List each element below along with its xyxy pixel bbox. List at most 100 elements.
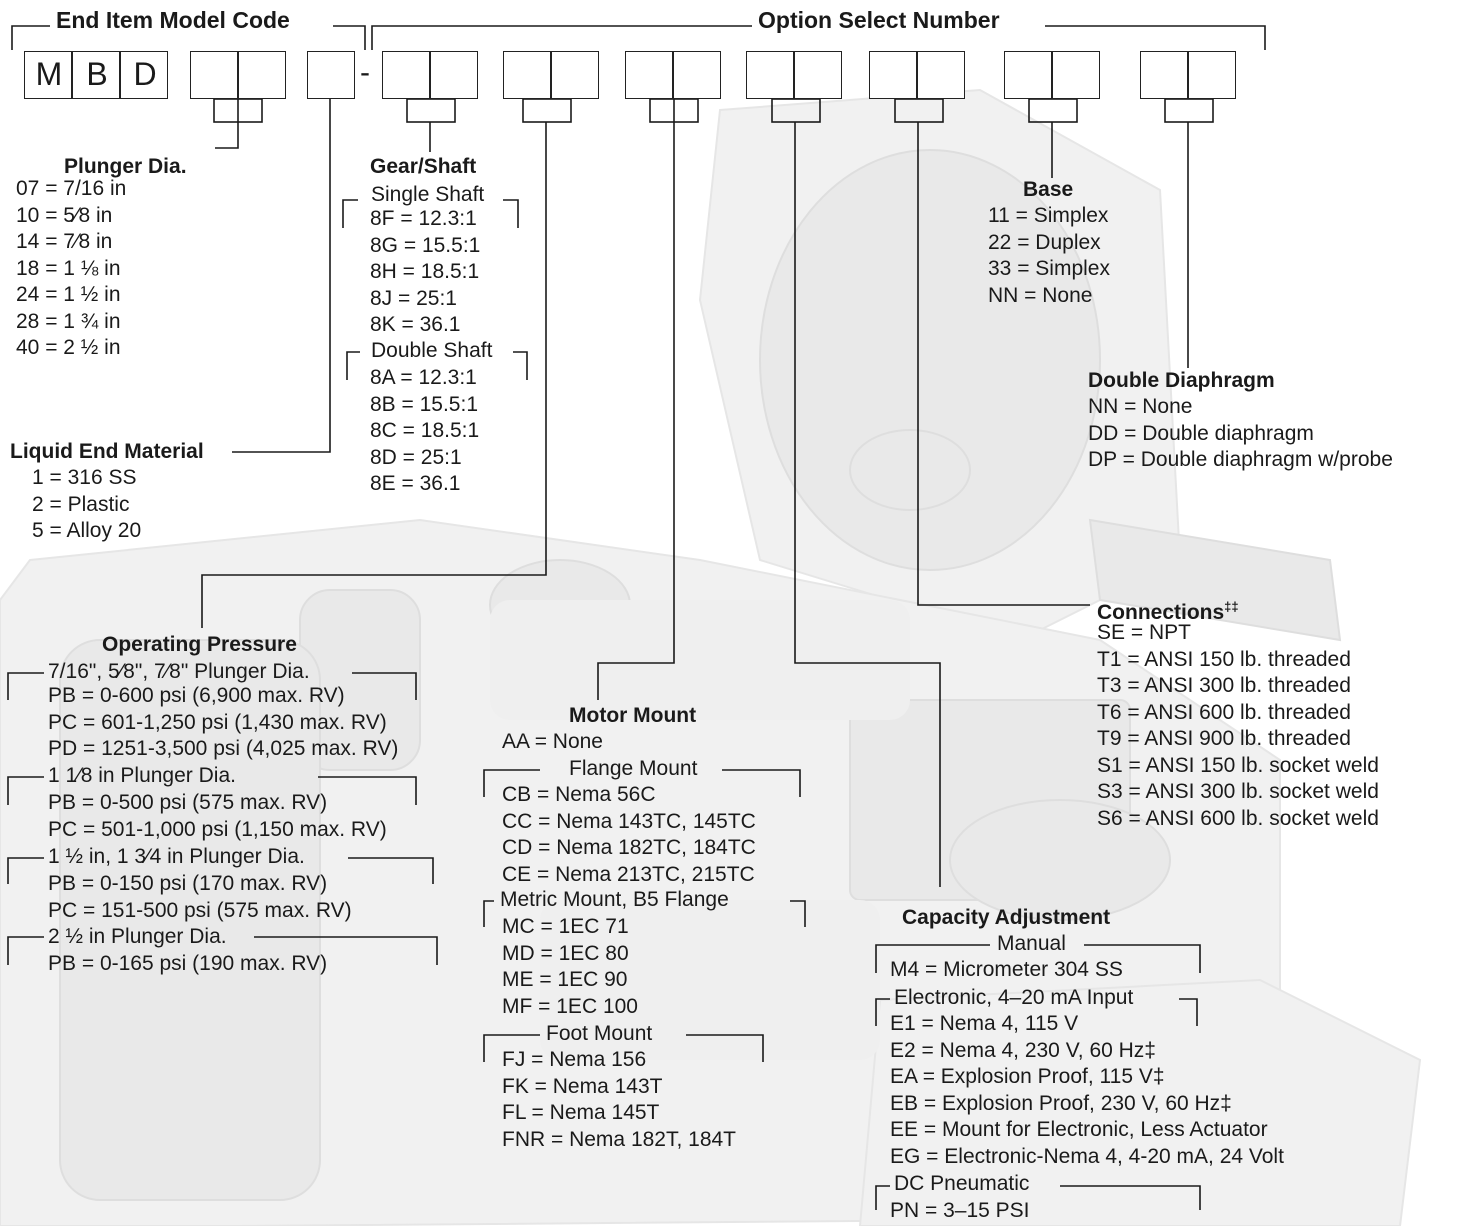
list-item: FNR = Nema 182T, 184T	[502, 1127, 737, 1151]
double-diaphragm-title: Double Diaphragm	[1088, 369, 1275, 392]
liquid-end-material-list: 1 = 316 SS 2 = Plastic 5 = Alloy 20	[32, 465, 141, 545]
motor-mount-code-box[interactable]	[625, 51, 721, 99]
list-item: PC = 151-500 psi (575 max. RV)	[48, 898, 352, 922]
list-item: EE = Mount for Electronic, Less Actuator	[890, 1118, 1268, 1141]
motor-group-label: Flange Mount	[569, 757, 698, 780]
list-item: PB = 0-165 psi (190 max. RV)	[48, 952, 328, 975]
base-title: Base	[1023, 178, 1074, 201]
separator-dash: -	[360, 56, 370, 89]
list-item: S1 = ANSI 150 lb. socket weld	[1097, 753, 1379, 777]
operating-pressure-title: Operating Pressure	[102, 633, 297, 656]
list-item: 8K = 36.1	[370, 313, 461, 336]
model-letter-b: B	[86, 56, 108, 92]
list-item: EG = Electronic-Nema 4, 4-20 mA, 24 Volt	[890, 1144, 1284, 1168]
liquid-end-material-title: Liquid End Material	[10, 440, 204, 463]
list-item: 14 = 7⁄8 in	[16, 230, 113, 253]
list-item: M4 = Micrometer 304 SS	[890, 958, 1123, 981]
list-item: 22 = Duplex	[988, 230, 1101, 254]
single-shaft-list: 8F = 12.3:1 8G = 15.5:1 8H = 18.5:1 8J =…	[370, 206, 480, 339]
plunger-dia-code-box[interactable]	[190, 51, 286, 99]
list-item: PC = 601-1,250 psi (1,430 max. RV)	[48, 710, 387, 734]
capacity-group-list: M4 = Micrometer 304 SS	[890, 957, 1123, 984]
list-item: 8C = 18.5:1	[370, 419, 480, 442]
plunger-dia-title: Plunger Dia.	[64, 155, 187, 178]
list-item: 5 = Alloy 20	[32, 519, 142, 542]
list-item: CC = Nema 143TC, 145TC	[502, 809, 756, 833]
footnote-mark: ‡‡	[1224, 599, 1239, 614]
list-item: CB = Nema 56C	[502, 783, 656, 806]
end-item-model-code-label: End Item Model Code	[50, 6, 296, 34]
list-item: EA = Explosion Proof, 115 V‡	[890, 1065, 1165, 1088]
list-item: 28 = 1 ¾ in	[16, 309, 121, 333]
list-item: CE = Nema 213TC, 215TC	[502, 862, 755, 886]
motor-group-list: FJ = Nema 156 FK = Nema 143T FL = Nema 1…	[502, 1047, 736, 1153]
list-item: 40 = 2 ½ in	[16, 336, 121, 359]
operating-pressure-code-box[interactable]	[503, 51, 599, 99]
list-item: T3 = ANSI 300 lb. threaded	[1097, 674, 1351, 697]
capacity-group-list: PN = 3–15 PSI	[890, 1198, 1030, 1225]
list-item: NN = None	[988, 283, 1093, 307]
list-item: FK = Nema 143T	[502, 1074, 663, 1098]
pressure-group-label: 1 1⁄8 in Plunger Dia.	[48, 764, 236, 787]
pressure-group-label: 1 ½ in, 1 3⁄4 in Plunger Dia.	[48, 845, 305, 868]
capacity-group-label: Manual	[997, 932, 1066, 955]
model-letter-m: M	[35, 56, 63, 92]
list-item: E1 = Nema 4, 115 V	[890, 1012, 1079, 1035]
list-item: 8B = 15.5:1	[370, 392, 479, 416]
single-shaft-label: Single Shaft	[371, 183, 485, 206]
double-shaft-list: 8A = 12.3:1 8B = 15.5:1 8C = 18.5:1 8D =…	[370, 365, 479, 498]
list-item: FJ = Nema 156	[502, 1048, 647, 1071]
model-code-box: M B D	[24, 51, 168, 99]
list-item: 07 = 7/16 in	[16, 177, 127, 200]
list-item: NN = None	[1088, 395, 1193, 418]
pressure-group-list: PB = 0-500 psi (575 max. RV) PC = 501-1,…	[48, 790, 387, 843]
list-item: 24 = 1 ½ in	[16, 283, 121, 306]
list-item: 8E = 36.1	[370, 472, 461, 495]
connections-list: SE = NPT T1 = ANSI 150 lb. threaded T3 =…	[1097, 620, 1379, 832]
list-item: DP = Double diaphragm w/probe	[1088, 448, 1393, 471]
capacity-adjustment-code-box[interactable]	[746, 51, 842, 99]
list-item: MD = 1EC 80	[502, 941, 629, 965]
list-item: 2 = Plastic	[32, 492, 130, 516]
pressure-group-label: 2 ½ in Plunger Dia.	[48, 925, 227, 948]
base-code-box[interactable]	[1004, 51, 1100, 99]
list-item: PD = 1251-3,500 psi (4,025 max. RV)	[48, 737, 399, 760]
list-item: DD = Double diaphragm	[1088, 421, 1314, 445]
list-item: PB = 0-600 psi (6,900 max. RV)	[48, 684, 345, 707]
liquid-end-code-box[interactable]	[307, 51, 355, 99]
double-shaft-label: Double Shaft	[371, 339, 493, 362]
capacity-group-label: Electronic, 4–20 mA Input	[894, 986, 1134, 1009]
motor-group-list: MC = 1EC 71 MD = 1EC 80 ME = 1EC 90 MF =…	[502, 914, 638, 1020]
list-item: PB = 0-500 psi (575 max. RV)	[48, 791, 328, 814]
list-item: 18 = 1 ⅛ in	[16, 256, 121, 280]
gear-shaft-title: Gear/Shaft	[370, 155, 477, 178]
list-item: S3 = ANSI 300 lb. socket weld	[1097, 780, 1379, 803]
list-item: 8F = 12.3:1	[370, 207, 477, 230]
connections-code-box[interactable]	[869, 51, 965, 99]
pressure-group-list: PB = 0-165 psi (190 max. RV)	[48, 951, 327, 978]
motor-mount-none: AA = None	[502, 730, 603, 753]
option-select-number-label: Option Select Number	[752, 6, 1006, 34]
list-item: PN = 3–15 PSI	[890, 1199, 1030, 1222]
plunger-dia-list: 07 = 7/16 in 10 = 5⁄8 in 14 = 7⁄8 in 18 …	[16, 176, 126, 362]
double-diaphragm-code-box[interactable]	[1140, 51, 1236, 99]
base-list: 11 = Simplex 22 = Duplex 33 = Simplex NN…	[988, 203, 1110, 309]
pressure-group-list: PB = 0-600 psi (6,900 max. RV) PC = 601-…	[48, 683, 398, 763]
list-item: T9 = ANSI 900 lb. threaded	[1097, 727, 1351, 750]
capacity-group-label: DC Pneumatic	[894, 1172, 1030, 1195]
list-item: FL = Nema 145T	[502, 1101, 660, 1124]
list-item: 8J = 25:1	[370, 286, 457, 310]
capacity-adjustment-title: Capacity Adjustment	[902, 906, 1111, 929]
list-item: CD = Nema 182TC, 184TC	[502, 836, 756, 859]
pressure-group-label: 7/16", 5⁄8", 7⁄8" Plunger Dia.	[48, 660, 310, 683]
list-item: PC = 501-1,000 psi (1,150 max. RV)	[48, 817, 387, 841]
list-item: EB = Explosion Proof, 230 V, 60 Hz‡	[890, 1091, 1232, 1115]
model-letter-d: D	[133, 56, 157, 92]
list-item: PB = 0-150 psi (170 max. RV)	[48, 872, 328, 895]
list-item: E2 = Nema 4, 230 V, 60 Hz‡	[890, 1038, 1156, 1062]
double-diaphragm-list: NN = None DD = Double diaphragm DP = Dou…	[1088, 394, 1393, 474]
list-item: MC = 1EC 71	[502, 915, 629, 938]
gear-shaft-code-box[interactable]	[382, 51, 478, 99]
pressure-group-list: PB = 0-150 psi (170 max. RV) PC = 151-50…	[48, 871, 352, 924]
